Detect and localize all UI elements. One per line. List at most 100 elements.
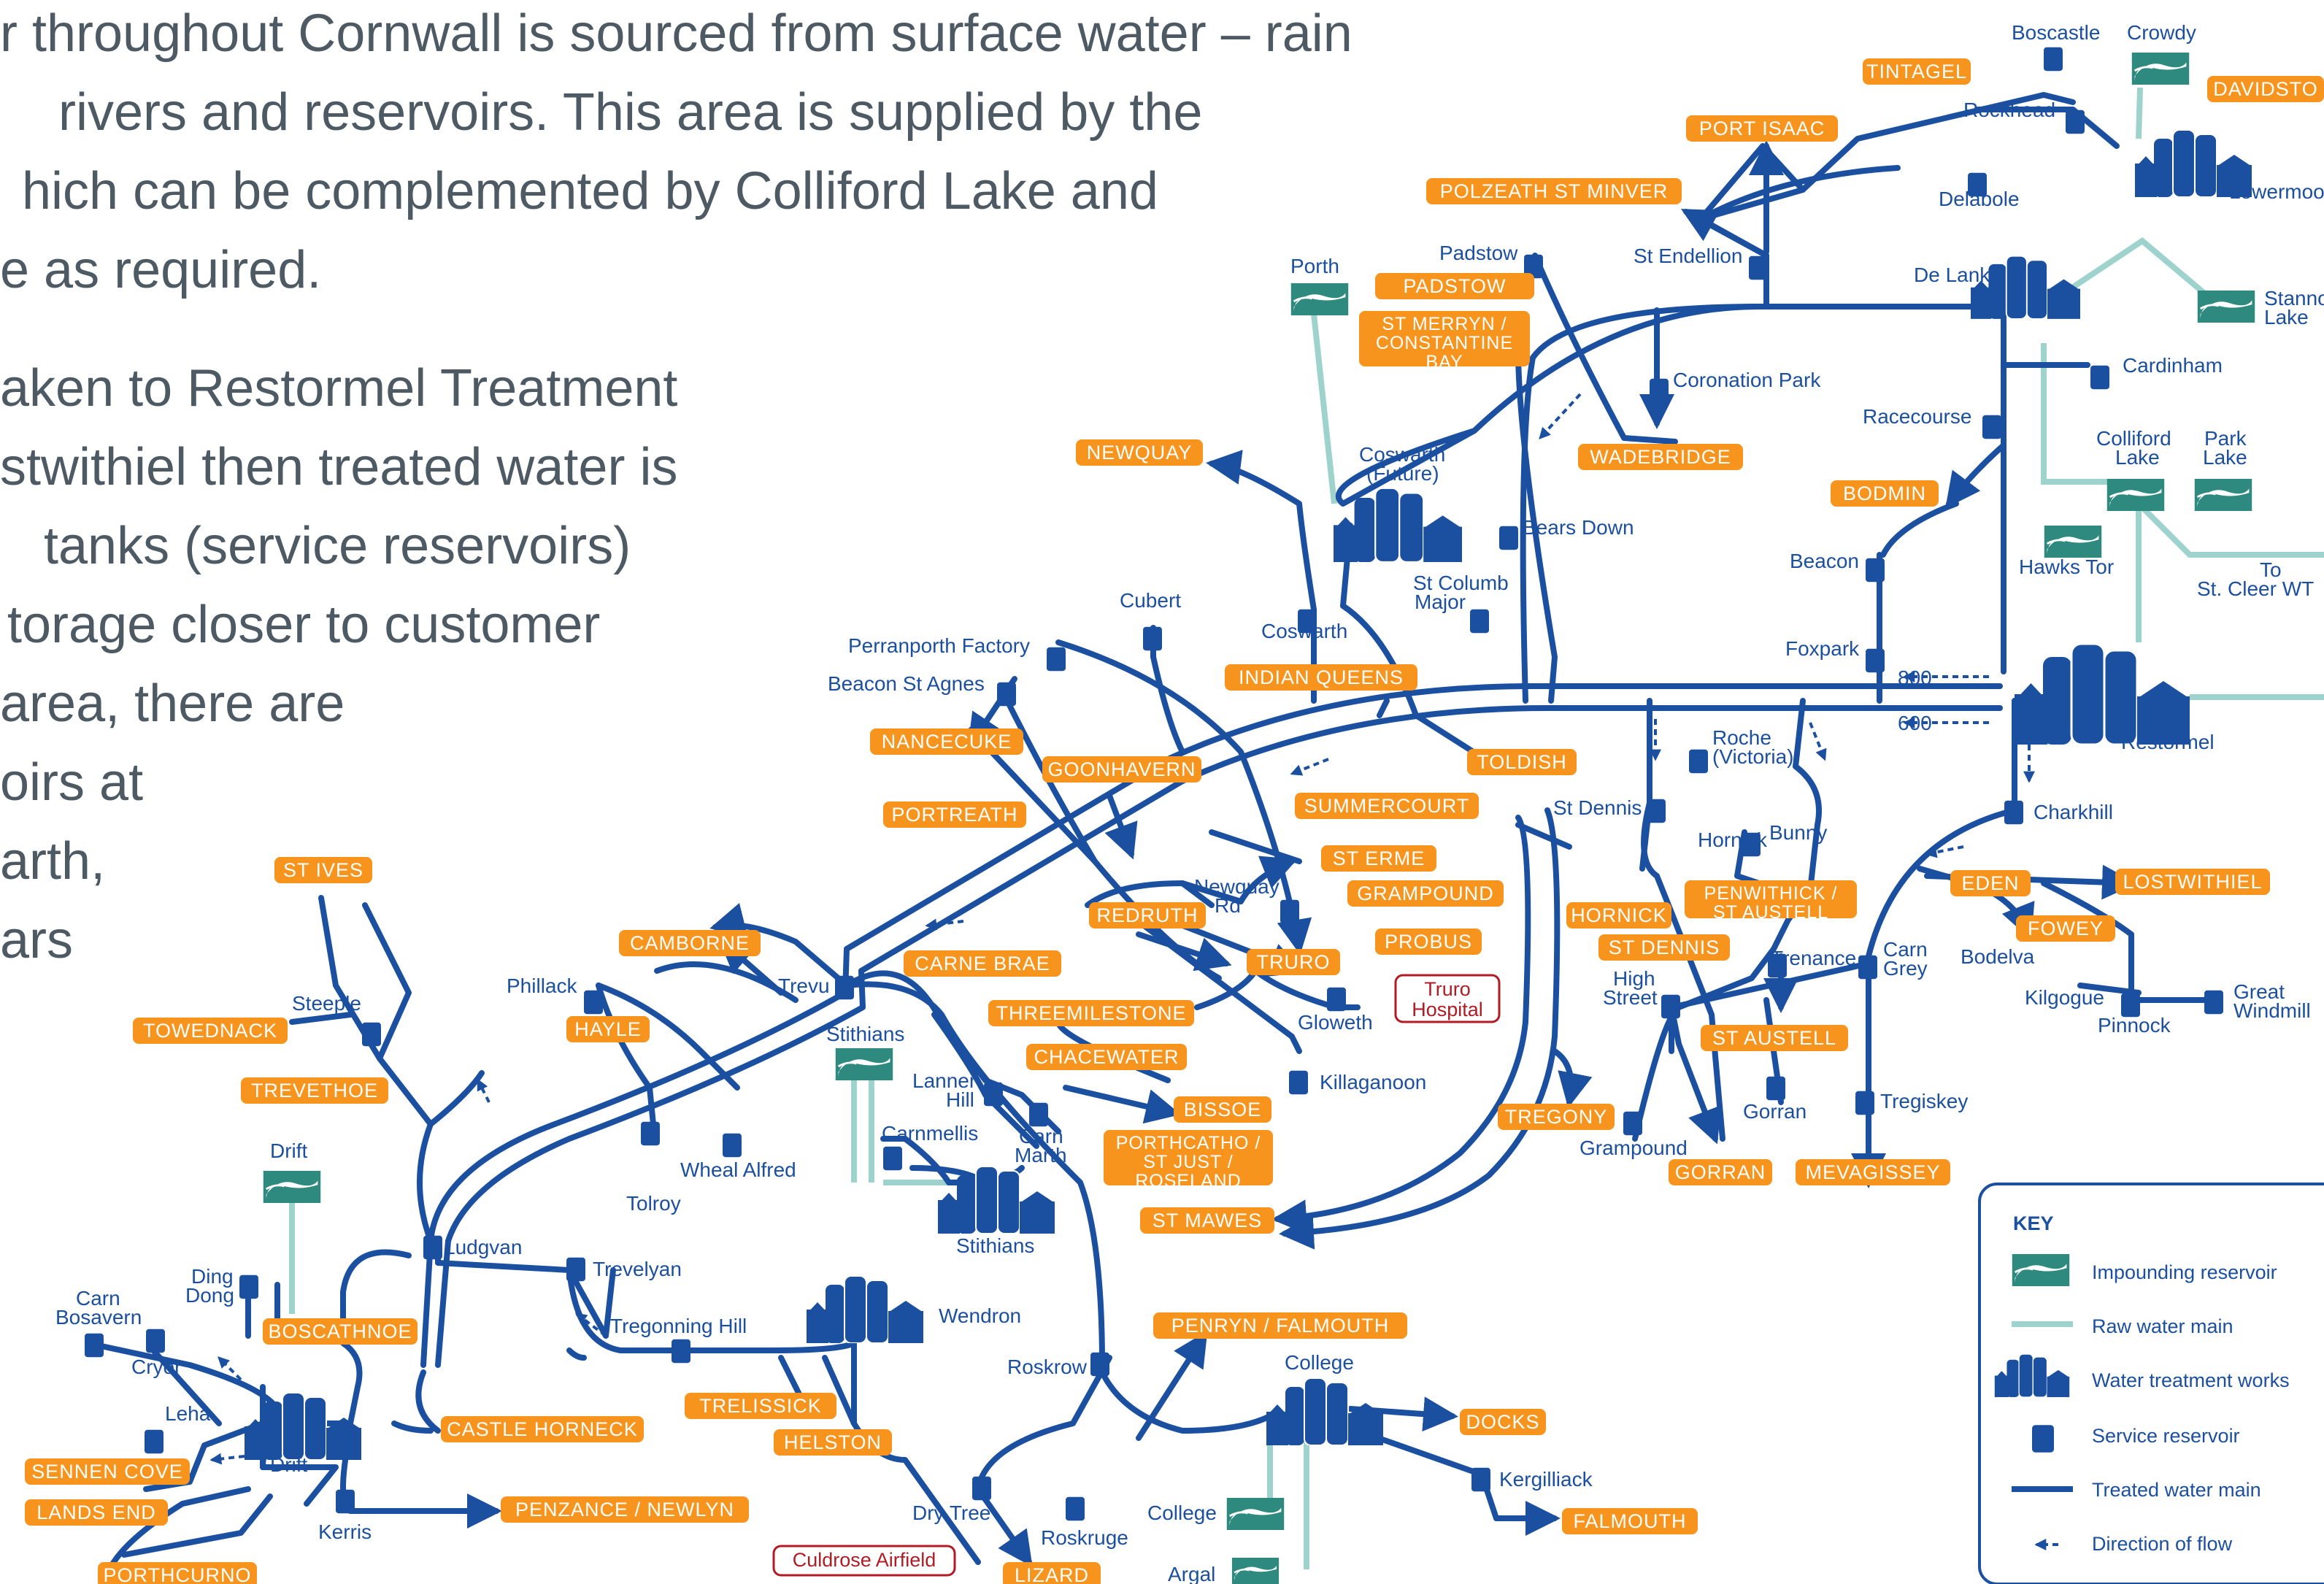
- falmouth-label: FALMOUTH: [1562, 1508, 1698, 1534]
- key-service: Service reservoir: [2092, 1425, 2240, 1447]
- beacon-st-agnes-reservoir-icon: [997, 682, 1016, 707]
- coronation-park-label: Coronation Park: [1673, 369, 1821, 391]
- college-works-label: College: [1285, 1351, 1354, 1374]
- roskrow-label: Roskrow: [1007, 1356, 1088, 1378]
- svg-text:INDIAN QUEENS: INDIAN QUEENS: [1239, 666, 1404, 688]
- svg-text:MEVAGISSEY: MEVAGISSEY: [1805, 1161, 1940, 1183]
- cardinham-reservoir-icon: [2090, 365, 2109, 390]
- beacon-label: Beacon: [1790, 550, 1859, 572]
- st-endellion-reservoir-icon: [1749, 255, 1768, 280]
- penwithick-label-bg: [1685, 880, 1857, 918]
- stithians-works-label: Stithians: [956, 1234, 1034, 1257]
- coronation-park-reservoir-icon: [1650, 378, 1669, 403]
- trenance-label: Trenance: [1771, 947, 1856, 969]
- roskruge-reservoir-icon: [1066, 1496, 1085, 1521]
- culdrose-label: Culdrose Airfield: [793, 1549, 936, 1571]
- impounding-reservoir-icon: [2194, 479, 2252, 511]
- treatment-works: [243, 128, 2253, 1460]
- map-key: KEY Impounding reservoir Raw water main …: [1978, 1183, 2324, 1584]
- svg-text:BODMIN: BODMIN: [1843, 482, 1926, 504]
- hornick-label: Hornick: [1698, 828, 1768, 851]
- svg-text:DOCKS: DOCKS: [1466, 1411, 1539, 1433]
- intro-line: hich can be complemented by Colliford La…: [22, 162, 1158, 220]
- intro-line: tanks (service reservoirs): [44, 517, 631, 575]
- svg-text:PORTHCURNO: PORTHCURNO: [103, 1564, 251, 1584]
- portcatho-label-bg: [1104, 1130, 1273, 1185]
- porth-label: Porth: [1290, 255, 1339, 277]
- trevelyan-label: Trevelyan: [593, 1258, 682, 1280]
- cubert-label: Cubert: [1120, 589, 1181, 612]
- treated-water-mains: [85, 92, 2207, 1572]
- rockhead-label: Rockhead: [1963, 99, 2055, 121]
- kilgogue-label: Kilgogue: [2025, 986, 2104, 1009]
- svg-text:HORNICK: HORNICK: [1571, 904, 1667, 926]
- killaganoon-reservoir-icon: [1289, 1070, 1308, 1095]
- gorran-label: GORRAN: [1669, 1159, 1772, 1185]
- svg-text:BOSCATHNOE: BOSCATHNOE: [268, 1320, 412, 1342]
- svg-text:ST JUST /: ST JUST /: [1143, 1152, 1233, 1172]
- nancecuke-label: NANCECUKE: [870, 728, 1023, 755]
- svg-text:PROBUS: PROBUS: [1385, 931, 1472, 953]
- roskruge-label: Roskruge: [1041, 1526, 1128, 1549]
- key-flow: Direction of flow: [2092, 1533, 2233, 1555]
- svg-text:THREEMILESTONE: THREEMILESTONE: [996, 1002, 1186, 1024]
- padstow-label: PADSTOW: [1375, 273, 1534, 299]
- carn-grey-reservoir-icon: [1858, 955, 1877, 980]
- lowermoor-label: Lowermoo: [2229, 180, 2324, 203]
- perranporth-reservoir-icon: [1047, 647, 1066, 672]
- flow-arrows: [209, 393, 2062, 1550]
- summercourt-label: SUMMERCOURT: [1295, 793, 1479, 819]
- impounding-reservoir-icon: [2131, 53, 2190, 85]
- hawks-tor-label: Hawks Tor: [2019, 555, 2114, 578]
- svg-text:CAMBORNE: CAMBORNE: [630, 932, 750, 954]
- drift-top-label: Drift: [270, 1139, 308, 1162]
- st-columb-1-label: St Columb: [1413, 572, 1509, 594]
- carn-bosavern-2-label: Bosavern: [55, 1306, 142, 1329]
- svg-text:CARNE BRAE: CARNE BRAE: [915, 953, 1050, 974]
- great-windmill-reservoir-icon: [2204, 990, 2223, 1015]
- drift-works-label: Drift: [270, 1453, 308, 1476]
- colliford-2-label: Lake: [2115, 446, 2160, 469]
- svg-text:EDEN: EDEN: [1961, 872, 2019, 894]
- steeple-label: Steeple: [292, 992, 361, 1015]
- culdrose-airfield-box: [772, 1545, 956, 1577]
- svg-text:FALMOUTH: FALMOUTH: [1573, 1510, 1686, 1532]
- trelissick-label: TRELISSICK: [685, 1393, 836, 1419]
- impounding-reservoir-icon: [263, 1171, 321, 1203]
- boscastle-label: Boscastle: [2012, 21, 2100, 44]
- newquay-label: NEWQUAY: [1076, 439, 1203, 466]
- st-merryn-2-label: CONSTANTINE: [1376, 333, 1512, 353]
- gorran-label: Gorran: [1743, 1100, 1807, 1123]
- intro-line: aken to Restormel Treatment: [0, 359, 678, 418]
- davidstow-label: DAVIDSTO: [2207, 76, 2324, 102]
- dry-tree-label: Dry Tree: [912, 1502, 990, 1524]
- tregiskey-label: Tregiskey: [1880, 1090, 1968, 1112]
- m600-label: 600: [1898, 712, 1932, 734]
- st-dennis-label: St Dennis: [1553, 796, 1642, 819]
- newquay-rd-1-label: Newquay: [1194, 875, 1280, 898]
- svg-text:GORRAN: GORRAN: [1675, 1161, 1766, 1183]
- threemilestone-label: THREEMILESTONE: [988, 1000, 1194, 1026]
- goonhavern-label: GOONHAVERN: [1042, 756, 1201, 783]
- tolroy-reservoir-icon: [641, 1121, 660, 1146]
- portcatho-1-label: PORTHCATHO /: [1116, 1133, 1261, 1153]
- ding-dong-2-label: Dong: [185, 1284, 234, 1307]
- trevu-label: Trevu: [778, 974, 830, 997]
- phillack-label: Phillack: [507, 974, 577, 997]
- polzeath-label: POLZEATH ST MINVER: [1426, 178, 1682, 204]
- camborne-label: CAMBORNE: [619, 930, 761, 956]
- key-works: Water treatment works: [2092, 1369, 2290, 1391]
- portreath-label: PORTREATH: [883, 801, 1026, 828]
- kerris-label: Kerris: [318, 1520, 372, 1543]
- penwithick-1-label: PENWITHICK /: [1704, 883, 1837, 904]
- coswarth-label: Coswarth: [1261, 620, 1347, 642]
- st-austell-label: ST AUSTELL: [1701, 1025, 1848, 1051]
- roche-reservoir-icon: [1689, 749, 1708, 774]
- grampound-reservoir-icon: [1623, 1111, 1642, 1136]
- key-title: KEY: [2013, 1212, 2054, 1234]
- st-columb-reservoir-icon: [1470, 609, 1489, 634]
- kergilliack-label: Kergilliack: [1499, 1468, 1593, 1491]
- toldish-label: TOLDISH: [1467, 749, 1577, 775]
- sennen-cove-label: SENNEN COVE: [25, 1458, 190, 1485]
